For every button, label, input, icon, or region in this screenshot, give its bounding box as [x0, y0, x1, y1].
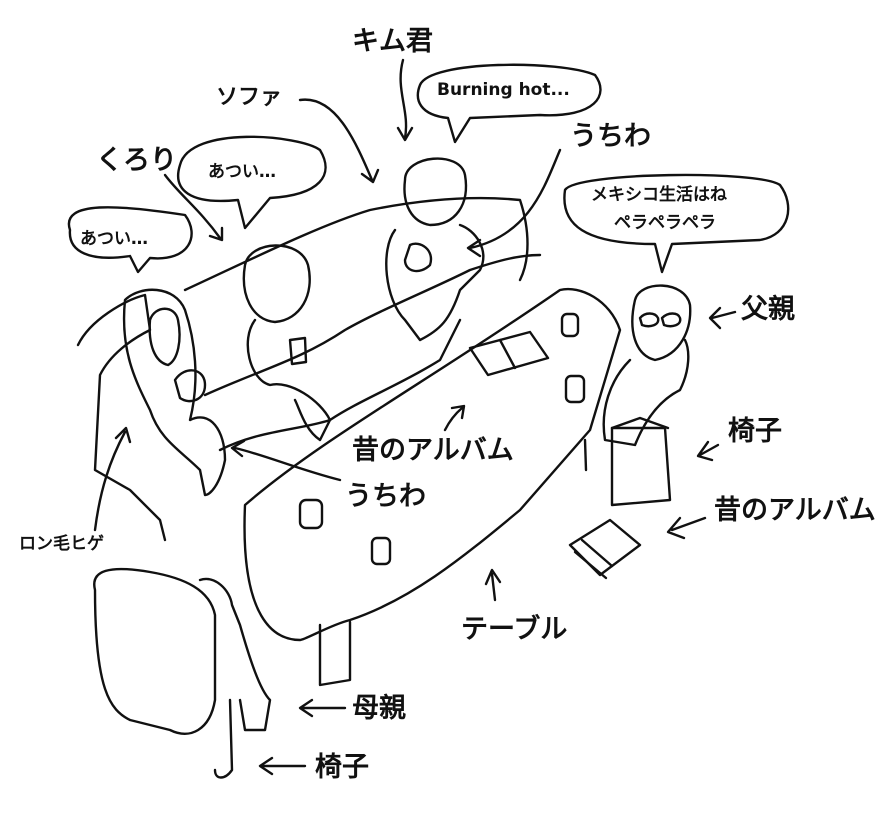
label-father: 父親 [741, 294, 795, 325]
arrow-kimu [398, 60, 412, 140]
cup-table-3 [566, 376, 584, 402]
label-chair-right: 椅子 [728, 416, 782, 447]
label-table: テーブル [461, 614, 568, 645]
label-album-right: 昔のアルバム [714, 495, 876, 526]
arrow-chair-bottom [260, 758, 305, 774]
mother-chair-back [94, 569, 215, 734]
arrow-album-right [668, 518, 705, 538]
chair-right-top [612, 418, 668, 428]
arrow-chair-right [698, 442, 718, 460]
kurori-head [244, 245, 310, 322]
mother-figure [200, 579, 270, 730]
arrow-sofa [300, 100, 378, 182]
kimu-head [404, 159, 465, 225]
bubble-father-line1: メキシコ生活はね [591, 185, 727, 205]
cup-table-2 [372, 538, 390, 564]
label-kurori: くろり [96, 145, 177, 176]
label-uchiwa-mid: うちわ [345, 481, 426, 512]
label-chair-bottom: 椅子 [315, 752, 369, 783]
chair-right [612, 428, 670, 505]
label-sofa: ソファ [216, 85, 283, 110]
bubble-father-line2: ペラペラペラ [614, 213, 716, 233]
speech-bubble-father [564, 175, 788, 272]
label-ronge: ロン毛ヒゲ [19, 534, 104, 554]
bubble-center-text: あつい… [208, 162, 276, 182]
label-album-table: 昔のアルバム [352, 435, 514, 466]
album-on-table-spine [500, 340, 515, 368]
speech-bubble-left [69, 207, 192, 272]
kurori-cup [290, 338, 306, 364]
arrow-table [486, 570, 500, 600]
father-head [632, 286, 690, 360]
father-body [604, 340, 689, 445]
album-on-floor-pages [575, 540, 612, 578]
arrow-album-table [445, 406, 464, 430]
arrow-uchiwa-top [468, 150, 560, 256]
arrow-uchiwa-mid [232, 441, 340, 480]
label-uchiwa-top: うちわ [570, 121, 651, 152]
kimu-fan [405, 244, 431, 271]
kimu-body [386, 225, 483, 340]
label-kimu: キム君 [352, 26, 433, 57]
sofa-back [185, 198, 528, 290]
arrow-kurori [165, 175, 222, 240]
mother-leg [215, 700, 232, 778]
arrow-ronge [95, 428, 130, 530]
sofa-seat-line [205, 255, 540, 395]
long-hair-person [124, 290, 225, 495]
arrow-father [710, 308, 735, 328]
arrow-mother [300, 700, 345, 716]
fan-in-hand-left [175, 370, 205, 401]
sofa-front [220, 320, 460, 450]
bubble-left-text: あつい… [80, 229, 148, 249]
cup-table-1 [300, 500, 322, 528]
table-leg-right [585, 440, 586, 470]
album-on-floor [570, 520, 640, 575]
father-glasses [640, 314, 680, 327]
cup-table-4 [562, 314, 578, 336]
long-hair-face [150, 309, 180, 365]
kurori-body [248, 320, 330, 440]
table-top [245, 289, 620, 640]
bubble-english-text: Burning hot... [437, 80, 570, 100]
table-leg-front [320, 622, 350, 685]
speech-bubble-english [418, 65, 601, 142]
label-mother: 母親 [352, 693, 406, 724]
speech-bubble-center [178, 137, 325, 228]
album-on-table [470, 332, 548, 375]
